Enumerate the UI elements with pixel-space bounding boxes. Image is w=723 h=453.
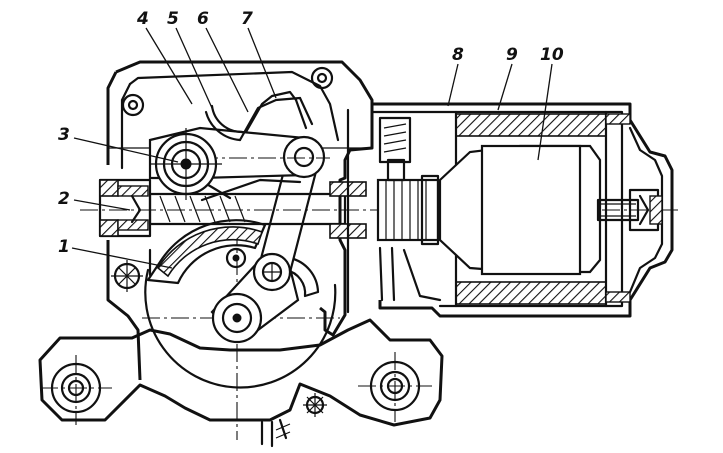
output-shaft-bushing [150, 128, 222, 200]
bottom-stub [260, 418, 291, 448]
label-10: 10 [540, 45, 564, 65]
mounting-hole-left [40, 355, 112, 425]
springs [204, 90, 314, 142]
brush-holder [378, 116, 442, 302]
label-4: 4 [136, 9, 149, 29]
label-9: 9 [506, 45, 518, 65]
label-8: 8 [452, 45, 464, 65]
armature [438, 144, 640, 276]
mounting-flange [38, 318, 444, 448]
label-3: 3 [58, 125, 70, 145]
label-1: 1 [58, 237, 70, 257]
worm-shaft [80, 178, 680, 238]
end-cap [628, 126, 664, 294]
intermediate-bearing [329, 108, 367, 314]
label-7: 7 [241, 9, 253, 29]
label-5: 5 [167, 9, 179, 29]
mounting-hole-right [358, 352, 432, 422]
commutator [376, 174, 440, 246]
gearbox-housing [106, 60, 374, 381]
left-screw [111, 260, 143, 292]
label-6: 6 [197, 9, 209, 29]
leader-lines [71, 27, 553, 269]
label-2: 2 [58, 189, 70, 209]
bottom-screw [303, 393, 327, 417]
